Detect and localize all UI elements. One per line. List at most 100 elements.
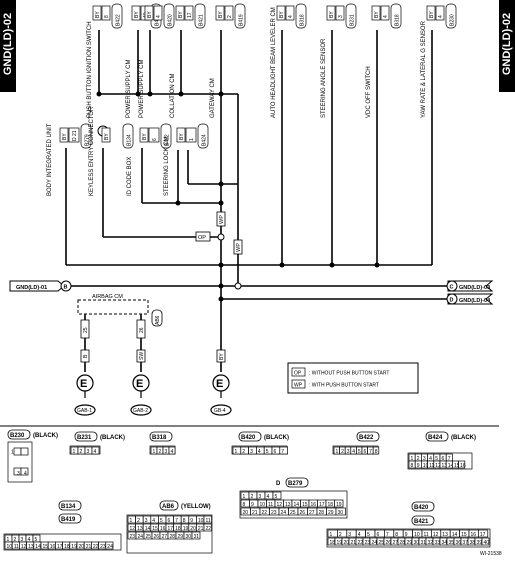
top-wire-code: BY — [178, 11, 184, 18]
svg-text:4: 4 — [24, 471, 27, 477]
b421-cavity-num: 27 — [393, 540, 399, 546]
top-component-label: POWER SUPPLY CM — [139, 60, 145, 118]
ground-gab2-label: GAB-2 — [133, 408, 148, 414]
b424-cavity-num: 10 — [423, 463, 429, 469]
b421-cavity-num: 8 — [395, 532, 398, 538]
b419-cavity-num: 12 — [21, 544, 27, 550]
ab6-cavity-num: 10 — [198, 518, 204, 524]
top-wire-code: BY — [218, 11, 224, 18]
conn-b424-id: B424 — [428, 435, 443, 441]
b419-cavity-num: 18 — [64, 544, 70, 550]
connector-badge — [234, 3, 246, 29]
wire-tag — [92, 5, 102, 21]
ab6-cavity-num: 27 — [162, 534, 168, 540]
b421-cavity-num: 29 — [407, 540, 413, 546]
ab6-cavity-num: 16 — [160, 526, 166, 532]
wire-tag — [139, 127, 149, 143]
connector-badge — [163, 3, 175, 29]
ab6-cavity-num: 31 — [194, 534, 200, 540]
b279-cavity-num: 8 — [243, 502, 246, 508]
pin-tag — [68, 127, 80, 143]
b421-cavity-num: 7 — [386, 532, 389, 538]
b419-cavity-num: 4 — [28, 537, 31, 543]
pin-tag — [184, 5, 194, 21]
b279-cavity-num: 2 — [251, 494, 254, 500]
ab6-cavity-num: 4 — [152, 518, 155, 524]
b424-cavity-num: 13 — [442, 463, 448, 469]
legend-op-code: OP — [294, 371, 302, 377]
top-connector-id: B231 — [350, 14, 356, 26]
ab6-cavity-num: 11 — [206, 518, 211, 524]
b424-cavity-num: 3 — [423, 456, 426, 462]
b421-cavity-num: 6 — [377, 532, 380, 538]
bus-left-label: GND(LD)-01 — [16, 285, 47, 291]
b421-cavity-num: 26 — [386, 540, 392, 546]
mid-wire-code: BY — [62, 133, 68, 140]
ab6-cavity-num: 12 — [130, 526, 136, 532]
wire-tag — [101, 127, 111, 143]
b424-cavity — [458, 460, 466, 469]
b422-cavity-num: 4 — [352, 449, 355, 455]
ab6-cavity-num: 28 — [170, 534, 176, 540]
legend-wp-code: WP — [294, 383, 303, 389]
op-tag: OP — [198, 235, 206, 241]
b424-cavity-num: 6 — [442, 456, 445, 462]
connector-badge — [122, 123, 134, 149]
b279-cavity-num: 17 — [319, 502, 325, 508]
conn-b279-prefix: D — [276, 481, 281, 487]
b419-cavity-num: 19 — [71, 544, 77, 550]
b419-cavity-num: 14 — [35, 544, 41, 550]
top-component-label: YAW RATE & LATERAL G SENSOR — [421, 20, 427, 118]
b421-cavity-num: 12 — [433, 532, 439, 538]
ab6-cavity-num: 7 — [175, 518, 178, 524]
conn-b421-id: B421 — [414, 519, 429, 525]
top-connector-id: B419 — [239, 14, 245, 26]
legend-wp-text: : WITH PUSH BUTTON START — [309, 383, 379, 389]
top-component-label: GATEWAY CM — [210, 78, 216, 118]
b421-cavity-num: 39 — [477, 540, 483, 546]
mid-component-label: ID CODE BOX — [127, 157, 133, 196]
b422-cavity-num: 6 — [364, 449, 367, 455]
b421-cavity-num: 3 — [348, 532, 351, 538]
b419-cavity-num: 22 — [93, 544, 99, 550]
b421-cavity-num: 19 — [337, 540, 343, 546]
b279-cavity-num: 26 — [300, 510, 306, 516]
b424-cavity-num: 5 — [435, 456, 438, 462]
airbag-pin-25: 25 — [83, 327, 89, 333]
conn-ab6-color: (YELLOW) — [181, 504, 211, 510]
ab6-cavity-num: 19 — [183, 526, 189, 532]
ab6-cavity-num: 30 — [186, 534, 192, 540]
pin-tag — [335, 5, 345, 21]
b421-cavity-num: 16 — [471, 532, 477, 538]
svg-text:1: 1 — [11, 450, 14, 456]
pin-tag — [435, 5, 445, 21]
top-pin-number: 4 — [288, 15, 294, 18]
ab6-cavity — [191, 531, 201, 540]
b419-cavity-num: 20 — [79, 544, 85, 550]
wp-tag-1: WP — [219, 215, 225, 224]
svg-text:3: 3 — [17, 471, 20, 477]
mid-connector-id: B279 — [85, 134, 91, 146]
b421-cavity-num: 30 — [414, 540, 420, 546]
conn-ab6-id: AB6 — [162, 504, 175, 510]
b279-cavity-num: 9 — [251, 502, 254, 508]
connector-badge — [345, 3, 357, 29]
b424-cavity-num: 2 — [417, 456, 420, 462]
b421-cavity-num: 35 — [449, 540, 455, 546]
b279-cavity-num: 11 — [268, 502, 273, 508]
top-pin-number: 4 — [383, 15, 389, 18]
top-wire-code: BY — [279, 11, 285, 18]
conn-b231-color: (BLACK) — [100, 435, 125, 441]
b419-cavity-num: 16 — [50, 544, 56, 550]
wire-tag — [176, 127, 186, 143]
conn-b134-id: B134 — [61, 504, 76, 510]
top-pin-number: 8 — [104, 15, 110, 18]
b419-cavity-num: 2 — [14, 537, 17, 543]
wire-tag — [131, 5, 141, 21]
ground-gab1-label: GAB-1 — [77, 408, 92, 414]
b421-cavity-num: 36 — [456, 540, 462, 546]
mid-component-label: STEERING LOCK CM — [164, 136, 170, 196]
connector-badge — [194, 3, 206, 29]
b420-cavity-num: 6 — [274, 449, 277, 455]
gab2-wire: SW — [139, 352, 145, 360]
